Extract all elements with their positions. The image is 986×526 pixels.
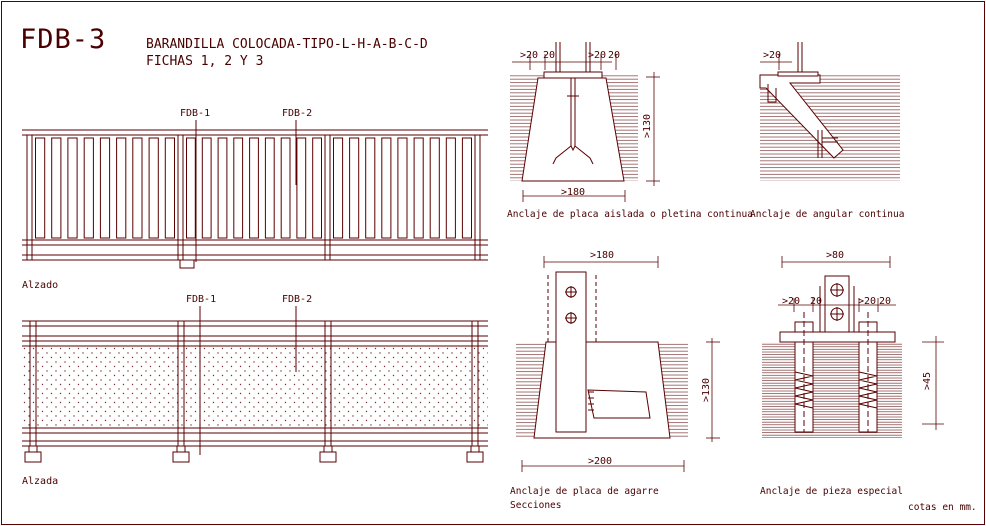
baluster bbox=[35, 137, 46, 239]
detail-special-dims bbox=[778, 256, 944, 430]
dim-special-d: 20 bbox=[879, 296, 891, 307]
baluster bbox=[201, 137, 212, 239]
dim-plate-height: >130 bbox=[642, 114, 653, 138]
baluster bbox=[333, 137, 344, 239]
baluster bbox=[365, 137, 376, 239]
detail-plate-anchor bbox=[510, 42, 638, 182]
dim-special-b: 20 bbox=[810, 296, 822, 307]
dim-angle-top: >20 bbox=[763, 50, 781, 61]
railing-elevation bbox=[22, 129, 488, 269]
baluster bbox=[280, 137, 291, 239]
callout-fdb2-elevation: FDB-2 bbox=[282, 108, 312, 119]
detail-angle-anchor bbox=[759, 42, 900, 181]
sheet-title: BARANDILLA COLOCADA-TIPO-L-H-A-B-C-D bbox=[146, 37, 428, 52]
dim-special-a: >20 bbox=[782, 296, 800, 307]
units-note: cotas en mm. bbox=[908, 502, 977, 513]
baluster bbox=[249, 137, 259, 239]
baluster bbox=[445, 137, 456, 239]
callout-fdb2-plan: FDB-2 bbox=[282, 294, 312, 305]
detail-plate-dims bbox=[512, 54, 660, 202]
dim-grip-top: >180 bbox=[590, 250, 614, 261]
dim-grip-height: >130 bbox=[701, 378, 712, 402]
caption-plate-anchor: Anclaje de placa aislada o pletina conti… bbox=[507, 209, 753, 220]
baluster bbox=[67, 137, 78, 239]
dim-special-height: >45 bbox=[922, 372, 933, 390]
callout-fdb1-plan: FDB-1 bbox=[186, 294, 216, 305]
detail-special-anchor bbox=[762, 275, 902, 438]
baluster bbox=[413, 137, 424, 239]
callout-fdb1-elevation: FDB-1 bbox=[180, 108, 210, 119]
baluster bbox=[264, 137, 275, 239]
baluster bbox=[217, 137, 228, 239]
baluster bbox=[51, 137, 62, 239]
baluster bbox=[233, 137, 244, 239]
detail-grip-dims bbox=[521, 256, 720, 472]
baluster bbox=[312, 137, 323, 239]
caption-grip-anchor: Anclaje de placa de agarre bbox=[510, 486, 659, 497]
baluster bbox=[296, 137, 307, 239]
view-label-alzado: Alzado bbox=[22, 280, 58, 291]
dim-plate-top-d: 20 bbox=[608, 50, 620, 61]
view-label-alzada: Alzada bbox=[22, 476, 58, 487]
detail-grip-anchor bbox=[516, 271, 688, 439]
caption-special-anchor: Anclaje de pieza especial bbox=[760, 486, 903, 497]
baluster bbox=[186, 137, 196, 239]
sheet-code: FDB-3 bbox=[20, 24, 106, 55]
baluster bbox=[132, 137, 143, 239]
dim-special-top: >80 bbox=[826, 250, 844, 261]
dim-plate-top-a: >20 bbox=[520, 50, 538, 61]
dim-special-c: >20 bbox=[858, 296, 876, 307]
baluster bbox=[99, 137, 111, 239]
baluster bbox=[381, 137, 392, 239]
baluster bbox=[397, 137, 408, 239]
dim-plate-top-c: >20 bbox=[588, 50, 606, 61]
dim-plate-width: >180 bbox=[561, 187, 585, 198]
detail-angle-dims bbox=[760, 54, 792, 70]
baluster bbox=[116, 137, 127, 239]
baluster bbox=[349, 137, 360, 239]
caption-angle-anchor: Anclaje de angular continua bbox=[750, 209, 904, 220]
dim-plate-top-b: 20 bbox=[543, 50, 555, 61]
baluster bbox=[461, 137, 472, 239]
caption-grip-sections: Secciones bbox=[510, 500, 561, 511]
baluster bbox=[148, 137, 159, 239]
dim-grip-bottom: >200 bbox=[588, 456, 612, 467]
baluster bbox=[83, 137, 94, 239]
sheet-subtitle: FICHAS 1, 2 Y 3 bbox=[146, 54, 263, 69]
baluster bbox=[429, 137, 440, 239]
railing-plan bbox=[22, 320, 488, 463]
baluster bbox=[164, 137, 176, 239]
